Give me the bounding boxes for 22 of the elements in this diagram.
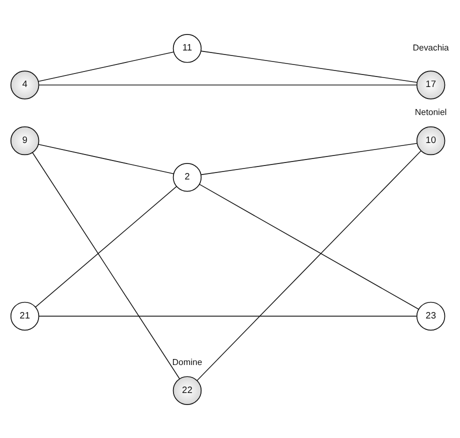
node-circle: 9 [10,126,40,155]
node-label: Devachia [412,42,449,52]
node-circle: 2 [172,162,202,192]
connector [38,143,174,174]
node-circle: 21 [10,301,40,330]
connector [200,142,418,175]
node-label: Netoniel [414,106,447,117]
node-circle: 17 [416,70,446,99]
connector [32,152,180,378]
connector [199,183,420,310]
connector [200,50,418,82]
connector [38,84,418,85]
connector [35,186,177,307]
node-circle: 10 [416,126,446,155]
node-circle: 22 [172,376,202,404]
node-circle: 11 [172,34,202,62]
node-circle: 23 [416,301,446,330]
connector [38,315,418,316]
connector [38,51,174,82]
node-label: Domine [172,356,202,366]
connector [196,150,422,380]
node-circle: 4 [10,70,40,99]
